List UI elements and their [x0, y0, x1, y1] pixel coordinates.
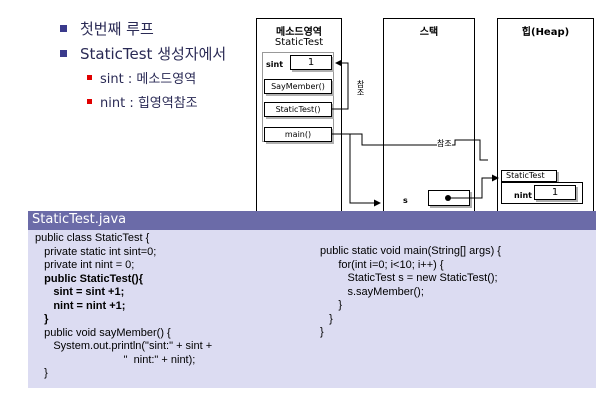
- code-left-column: public class StaticTest { private static…: [35, 232, 212, 381]
- code-file-name: StaticTest.java: [32, 212, 127, 227]
- code-line: s.sayMember();: [320, 285, 424, 298]
- code-line: public StaticTest(){: [35, 272, 143, 285]
- bullet-item: StaticTest 생성자에서: [80, 45, 227, 63]
- method-area-region: [256, 18, 342, 218]
- sub-bullet-item: nint : 힙영역참조: [100, 96, 198, 111]
- code-line: for(int i=0; i<10; i++) {: [320, 258, 444, 271]
- code-line: }: [35, 367, 48, 379]
- code-line: private static int sint=0;: [35, 245, 157, 258]
- stack-region: [383, 18, 475, 218]
- nint-label: nint: [514, 191, 532, 200]
- heap-object-box: StaticTest: [501, 170, 557, 182]
- sint-label: sint: [266, 60, 284, 69]
- code-line: private int nint = 0;: [35, 259, 135, 271]
- bullet-marker: [60, 25, 67, 32]
- method-box: StaticTest(): [264, 102, 332, 117]
- code-line: public void sayMember() {: [35, 326, 171, 339]
- sub-bullet-marker: [87, 75, 92, 80]
- code-line: StaticTest s = new StaticTest();: [320, 272, 498, 284]
- sub-bullet-marker: [87, 99, 92, 104]
- method-box: main(): [264, 127, 332, 142]
- class-label: StaticTest: [274, 37, 324, 48]
- reference-label: 참조: [437, 138, 452, 149]
- code-line: }: [320, 299, 343, 311]
- stack-var-label: s: [403, 196, 408, 205]
- reference-label: 참조: [356, 80, 365, 96]
- code-line: " nint:" + nint);: [35, 353, 196, 366]
- code-line: }: [320, 326, 324, 338]
- code-line: }: [320, 312, 333, 325]
- bullet-marker: [60, 50, 67, 57]
- method-area-title: 메소드영역: [276, 27, 322, 38]
- heap-title: 힙(Heap): [521, 27, 570, 38]
- code-right-column: public static void main(String[] args) {…: [320, 245, 501, 340]
- code-line: }: [35, 313, 49, 325]
- code-line: System.out.println("sint:" + sint +: [35, 340, 213, 352]
- code-line: nint = nint +1;: [35, 299, 126, 312]
- code-line: sint = sint +1;: [35, 286, 125, 298]
- code-line: public class StaticTest {: [35, 232, 150, 244]
- sint-value-box: 1: [290, 55, 332, 70]
- stack-title: 스택: [419, 27, 439, 38]
- method-box: SayMember(): [264, 79, 332, 94]
- code-panel: [28, 230, 596, 388]
- bullet-item: 첫번째 루프: [80, 20, 154, 38]
- nint-value-box: 1: [534, 185, 576, 200]
- code-line: public static void main(String[] args) {: [320, 245, 501, 257]
- code-file-header: StaticTest.java: [28, 211, 596, 230]
- sub-bullet-item: sint : 메소드영역: [100, 72, 197, 87]
